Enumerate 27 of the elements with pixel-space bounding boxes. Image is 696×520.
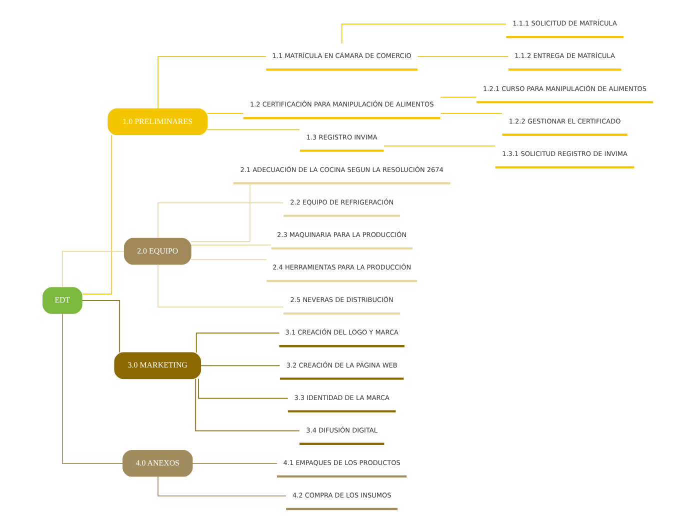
connector bbox=[158, 476, 286, 496]
connector bbox=[206, 112, 244, 114]
node-box: 3.0 MARKETING bbox=[114, 352, 202, 380]
connector bbox=[190, 182, 250, 242]
connector bbox=[158, 264, 284, 308]
connector bbox=[192, 462, 278, 464]
connector bbox=[417, 56, 509, 58]
connector bbox=[195, 378, 300, 432]
connector bbox=[206, 129, 300, 130]
connector bbox=[440, 112, 502, 114]
connector bbox=[62, 313, 124, 464]
connector bbox=[200, 365, 280, 366]
connector bbox=[198, 378, 288, 399]
node-box: 1.0 PRELIMINARES bbox=[108, 108, 208, 136]
connector bbox=[190, 259, 267, 260]
connector bbox=[190, 244, 272, 246]
node-box: 2.0 EQUIPO bbox=[124, 238, 192, 265]
connector bbox=[82, 300, 120, 353]
connector bbox=[158, 56, 266, 109]
connector bbox=[82, 134, 112, 294]
connector bbox=[196, 332, 280, 354]
connector bbox=[440, 96, 477, 98]
connector bbox=[62, 250, 124, 288]
connector bbox=[158, 202, 284, 238]
node-box: 4.0 ANEXOS bbox=[122, 450, 193, 477]
connector bbox=[341, 24, 506, 44]
node-box: EDT bbox=[42, 287, 82, 314]
